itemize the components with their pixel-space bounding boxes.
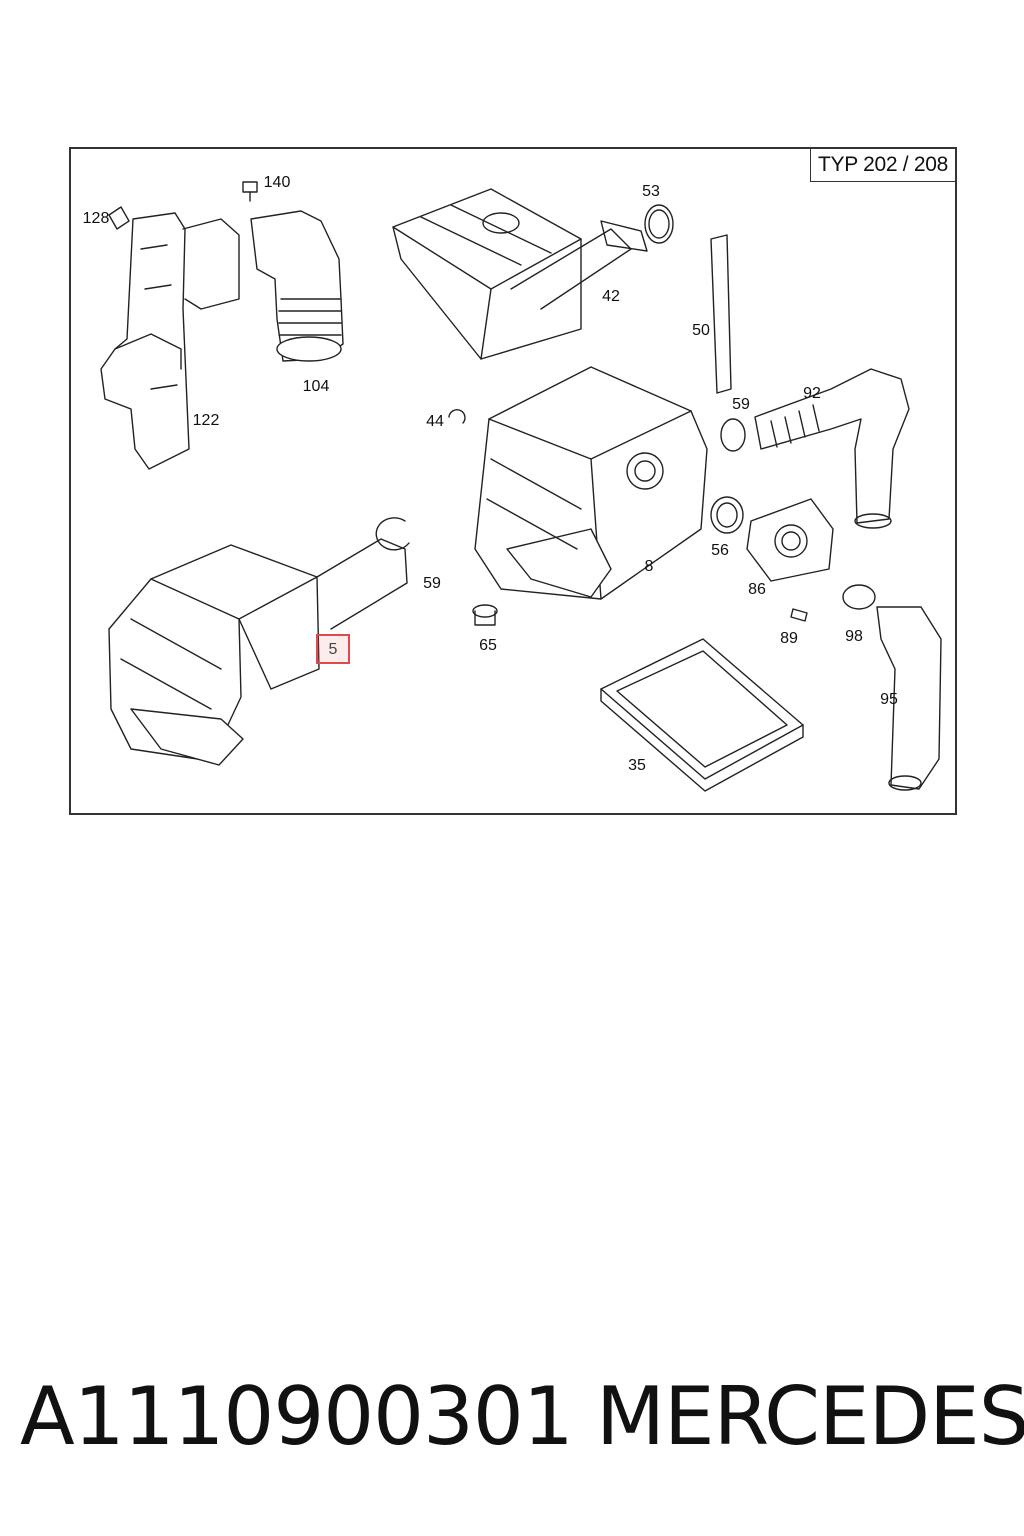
hose-95-drawing xyxy=(876,606,942,791)
air-box-5-drawing xyxy=(108,538,408,766)
brand-caption: MERCEDES xyxy=(596,1370,1024,1463)
part-label-44[interactable]: 44 xyxy=(426,413,444,430)
clamp-59-upper-drawing xyxy=(720,418,746,452)
highlighted-part-box[interactable]: 5 xyxy=(316,634,350,664)
part-label-98[interactable]: 98 xyxy=(845,628,863,645)
bolt-140-drawing xyxy=(242,181,258,202)
part-label-86[interactable]: 86 xyxy=(748,581,766,598)
clip-128-drawing xyxy=(108,206,130,230)
part-label-140[interactable]: 140 xyxy=(263,174,291,191)
clip-44-drawing xyxy=(448,409,466,424)
throttle-86-drawing xyxy=(746,498,834,582)
part-label-128[interactable]: 128 xyxy=(82,210,110,227)
part-label-104[interactable]: 104 xyxy=(302,378,330,395)
parts-diagram: TYP 202 / 208 140 128 104 122 53 42 50 4… xyxy=(69,147,957,815)
part-label-89[interactable]: 89 xyxy=(780,630,798,647)
duct-bracket-122-drawing xyxy=(100,212,240,470)
hose-92-drawing xyxy=(754,368,910,529)
ring-53-drawing xyxy=(644,204,674,244)
grommet-65-drawing xyxy=(472,604,498,626)
part-label-92[interactable]: 92 xyxy=(803,385,821,402)
part-label-35[interactable]: 35 xyxy=(628,757,646,774)
hose-104-drawing xyxy=(250,210,344,362)
strap-50-drawing xyxy=(710,234,732,394)
exploded-view-drawing xyxy=(100,181,942,792)
part-label-53[interactable]: 53 xyxy=(642,183,660,200)
clamp-42-drawing xyxy=(600,220,648,252)
part-label-56[interactable]: 56 xyxy=(711,542,729,559)
ring-56-drawing xyxy=(710,496,744,534)
part-label-59-lower[interactable]: 59 xyxy=(423,575,441,592)
filter-35-drawing xyxy=(600,638,804,792)
clamp-98-drawing xyxy=(842,584,876,610)
air-box-top-drawing xyxy=(392,188,632,360)
part-number-caption: A1110900301 xyxy=(20,1370,574,1463)
bolt-89-drawing xyxy=(790,608,808,622)
part-label-42[interactable]: 42 xyxy=(602,288,620,305)
part-label-65[interactable]: 65 xyxy=(479,637,497,654)
part-label-122[interactable]: 122 xyxy=(192,412,220,429)
vehicle-type-label: TYP 202 / 208 xyxy=(810,149,955,182)
highlighted-part-label: 5 xyxy=(328,641,338,658)
part-label-95[interactable]: 95 xyxy=(880,691,898,708)
part-label-8[interactable]: 8 xyxy=(644,558,654,575)
clamp-59-lower-drawing xyxy=(375,517,410,551)
part-label-50[interactable]: 50 xyxy=(692,322,710,339)
part-label-59-upper[interactable]: 59 xyxy=(732,396,750,413)
air-box-8-drawing xyxy=(474,366,708,600)
